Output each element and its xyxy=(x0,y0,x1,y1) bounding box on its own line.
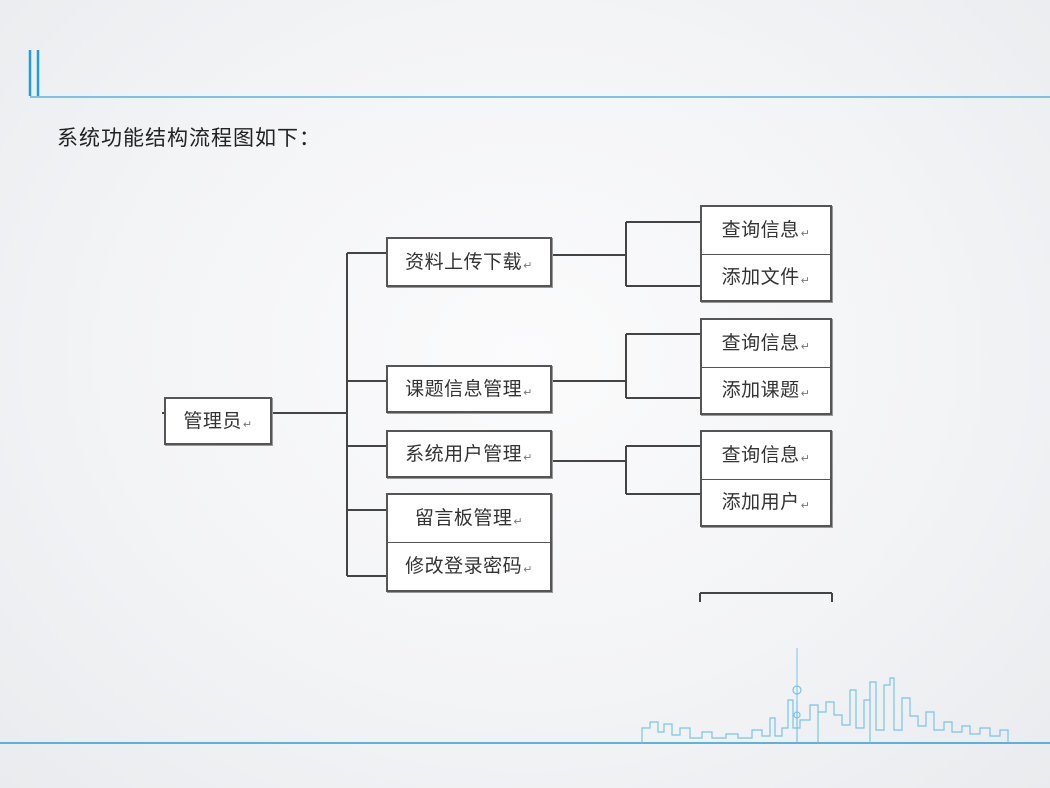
skyline-icon xyxy=(641,648,1009,743)
return-mark-icon: ↵ xyxy=(800,387,811,400)
node-password: 修改登录密码↵ xyxy=(386,542,552,592)
node-topics-add: 添加课题↵ xyxy=(700,367,832,415)
node-topics-query: 查询信息↵ xyxy=(700,318,832,368)
truncated-node xyxy=(699,592,833,602)
node-materials: 资料上传下载↵ xyxy=(386,237,552,287)
node-topics: 课题信息管理↵ xyxy=(386,365,552,413)
return-mark-icon: ↵ xyxy=(523,385,533,399)
node-users-add-label: 添加用户 xyxy=(721,491,800,513)
node-users-label: 系统用户管理 xyxy=(405,442,523,465)
return-mark-icon: ↵ xyxy=(523,258,533,272)
page-title: 系统功能结构流程图如下： xyxy=(57,126,321,150)
return-mark-icon: ↵ xyxy=(800,499,811,512)
header-bracket-icon xyxy=(28,50,40,96)
node-topics-add-label: 添加课题 xyxy=(721,379,800,401)
return-mark-icon: ↵ xyxy=(800,227,811,240)
node-materials-label: 资料上传下载 xyxy=(405,250,523,273)
node-users-add: 添加用户↵ xyxy=(700,479,832,527)
node-topics-query-label: 查询信息 xyxy=(721,332,800,354)
return-mark-icon: ↵ xyxy=(800,274,811,287)
return-mark-icon: ↵ xyxy=(800,452,811,465)
node-materials-query: 查询信息↵ xyxy=(700,205,832,255)
node-board-label: 留言板管理 xyxy=(414,507,513,529)
return-mark-icon: ↵ xyxy=(800,340,811,353)
node-topics-label: 课题信息管理 xyxy=(405,377,523,400)
node-password-label: 修改登录密码 xyxy=(405,555,523,577)
node-board: 留言板管理↵ xyxy=(386,493,552,543)
node-admin: 管理员↵ xyxy=(164,397,272,445)
return-mark-icon: ↵ xyxy=(523,450,533,464)
node-materials-add-label: 添加文件 xyxy=(721,266,800,288)
node-users-query: 查询信息↵ xyxy=(700,430,832,480)
return-mark-icon: ↵ xyxy=(242,417,253,431)
node-users: 系统用户管理↵ xyxy=(386,430,552,478)
return-mark-icon: ↵ xyxy=(523,563,533,576)
return-mark-icon: ↵ xyxy=(513,515,524,528)
node-materials-query-label: 查询信息 xyxy=(721,219,800,241)
node-users-query-label: 查询信息 xyxy=(721,444,800,466)
node-admin-label: 管理员 xyxy=(183,409,242,432)
node-materials-add: 添加文件↵ xyxy=(700,254,832,302)
